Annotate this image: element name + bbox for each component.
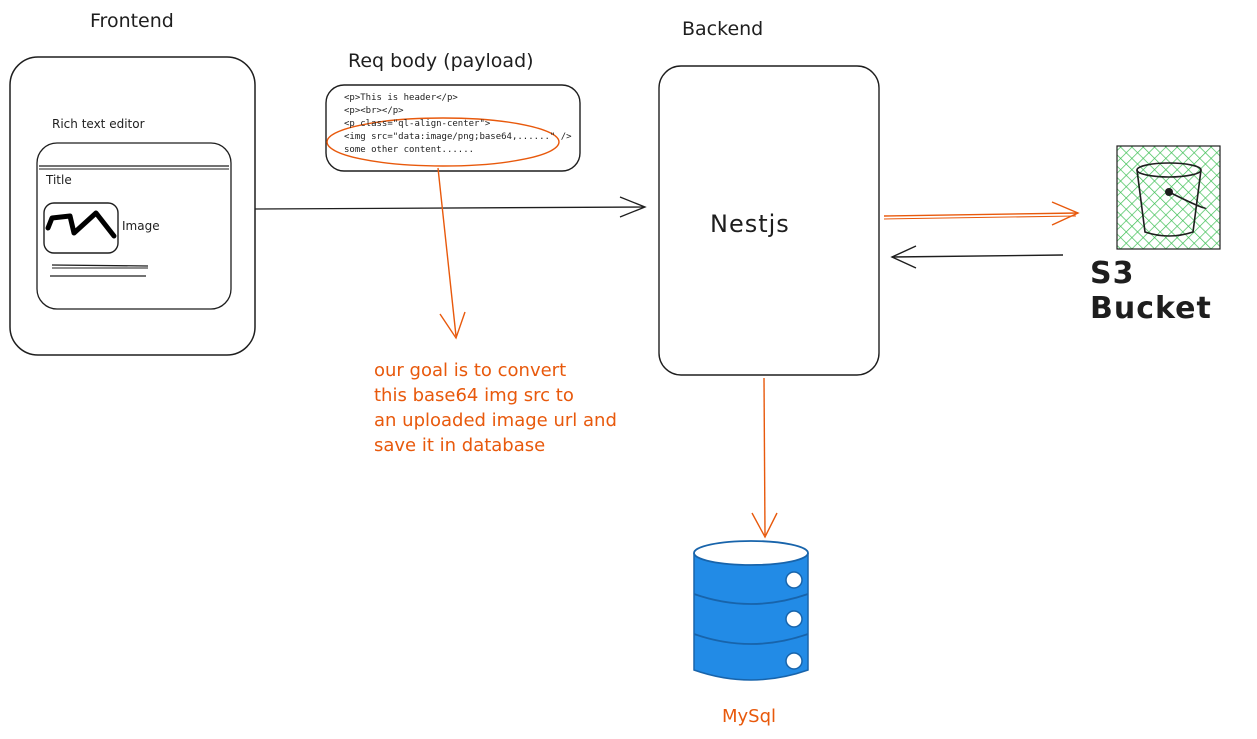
upload-arrow <box>883 212 1079 217</box>
request-arrow <box>254 206 645 210</box>
image-scribble-icon <box>45 210 117 239</box>
database-label: MySql <box>722 706 777 727</box>
s3-bucket-label: S3 Bucket <box>1090 256 1212 326</box>
backend-box <box>658 65 880 376</box>
note-line: this base64 img src to <box>374 385 574 406</box>
payload-line: <img src="data:image/png;base64,......" … <box>344 132 572 142</box>
response-arrow <box>891 254 1064 258</box>
editor-box <box>36 142 232 310</box>
note-line: an uploaded image url and <box>374 410 617 431</box>
database-icon <box>693 540 809 681</box>
text-line-placeholder <box>51 264 149 267</box>
payload-line: <p class="ql-align-center"> <box>344 119 491 129</box>
note-line: our goal is to convert <box>374 360 567 381</box>
backend-title: Backend <box>682 18 764 40</box>
payload-title: Req body (payload) <box>348 50 534 72</box>
image-label: Image <box>122 219 160 233</box>
payload-line: <p><br></p> <box>344 106 404 116</box>
title-field-label: Title <box>46 173 72 187</box>
note-line: save it in database <box>374 435 546 456</box>
goal-note: our goal is to convert this base64 img s… <box>374 358 654 458</box>
editor-label: Rich text editor <box>52 117 145 131</box>
service-label: Nestjs <box>710 210 790 238</box>
frontend-box <box>9 56 256 356</box>
payload-code: <p>This is header</p> <p><br></p> <p cla… <box>344 92 574 157</box>
payload-line: some other content...... <box>344 145 475 155</box>
image-placeholder <box>43 202 119 254</box>
save-arrow <box>763 377 766 536</box>
payload-highlight <box>326 117 560 167</box>
payload-line: <p>This is header</p> <box>344 93 458 103</box>
payload-box <box>325 84 581 172</box>
note-arrow <box>437 167 457 337</box>
frontend-title: Frontend <box>90 10 174 32</box>
s3-bucket-icon <box>1116 145 1221 250</box>
